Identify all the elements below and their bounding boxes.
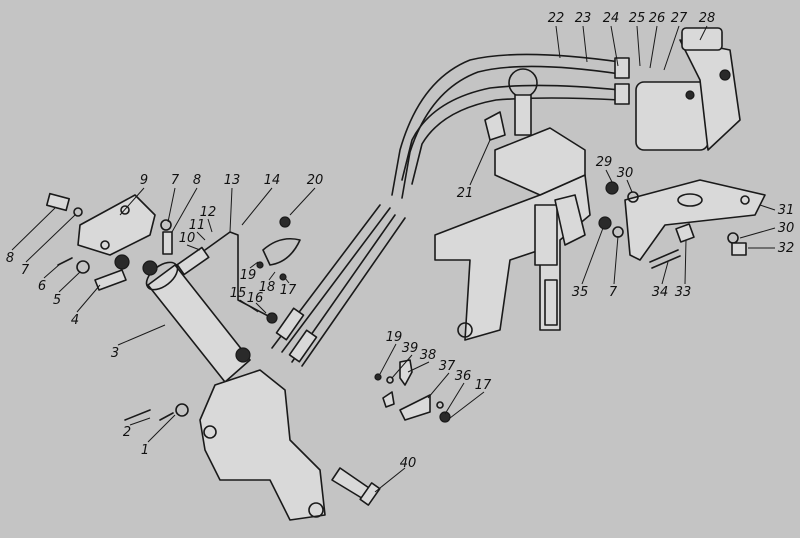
callout-7c: 7 [609, 285, 618, 300]
hose-lower [271, 204, 406, 367]
callout-26: 26 [649, 11, 666, 26]
mounting-bracket-lower [124, 369, 326, 521]
callout-34: 34 [652, 285, 669, 300]
callout-19b: 19 [386, 330, 403, 345]
callout-6: 6 [38, 279, 46, 294]
callout-35: 35 [572, 285, 589, 300]
callout-27: 27 [671, 11, 688, 26]
fasteners-center [374, 359, 451, 423]
callout-3: 3 [111, 346, 119, 361]
callout-8: 8 [193, 173, 201, 188]
callout-40: 40 [400, 456, 417, 471]
bracket-9 [45, 192, 156, 270]
distributor-28 [635, 27, 741, 151]
callout-30b: 30 [778, 221, 795, 236]
callout-29: 29 [596, 155, 613, 170]
pin-40 [331, 467, 381, 506]
callout-37: 37 [439, 359, 456, 374]
callout-19: 19 [240, 268, 257, 283]
callout-20: 20 [307, 173, 324, 188]
callout-25: 25 [629, 11, 646, 26]
callout-17: 17 [280, 283, 297, 298]
leader-lines [11, 25, 776, 493]
callout-1: 1 [141, 443, 149, 458]
hose-upper [391, 53, 630, 199]
callout-labels: 22 23 24 25 26 27 28 9 7 8 13 14 20 12 1… [6, 11, 794, 471]
callout-22: 22 [548, 11, 565, 26]
callout-21: 21 [457, 186, 474, 201]
callout-10: 10 [179, 231, 196, 246]
callout-7: 7 [171, 173, 180, 188]
bracket-31 [624, 179, 766, 261]
callout-14: 14 [264, 173, 281, 188]
fasteners-left [57, 219, 173, 291]
callout-7b: 7 [21, 263, 30, 278]
fasteners-right [598, 181, 747, 269]
callout-23: 23 [575, 11, 592, 26]
callout-33: 33 [675, 285, 692, 300]
callout-38: 38 [420, 348, 437, 363]
callout-36: 36 [455, 369, 472, 384]
callout-28: 28 [699, 11, 716, 26]
callout-24: 24 [603, 11, 620, 26]
callout-39: 39 [402, 341, 419, 356]
callout-31: 31 [778, 203, 795, 218]
callout-5: 5 [53, 293, 61, 308]
callout-17b: 17 [475, 378, 492, 393]
callout-16: 16 [247, 291, 264, 306]
callout-15: 15 [230, 286, 247, 301]
callout-30: 30 [617, 166, 634, 181]
callout-2: 2 [123, 425, 131, 440]
hydraulic-cylinder-3 [142, 231, 278, 383]
callout-8b: 8 [6, 251, 14, 266]
callout-4: 4 [71, 313, 79, 328]
clamp-20 [256, 216, 301, 281]
callout-12: 12 [200, 205, 217, 220]
callout-13: 13 [224, 173, 241, 188]
callout-11: 11 [189, 218, 206, 233]
callout-9: 9 [140, 173, 148, 188]
callout-32: 32 [778, 241, 795, 256]
callout-18: 18 [259, 280, 276, 295]
lift-mechanism-body [434, 68, 591, 341]
